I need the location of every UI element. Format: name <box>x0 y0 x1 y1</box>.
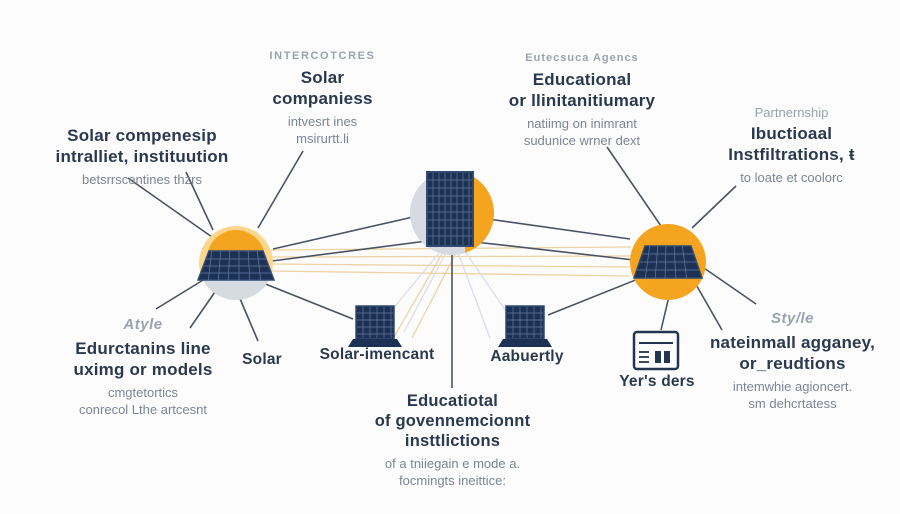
dark-connection-lines <box>127 146 757 388</box>
report-document-icon <box>632 330 680 371</box>
node-educational-agency: Eutecsuca Agencs Educational or llinitan… <box>472 52 692 150</box>
node-education-models-header: Atyle <box>123 316 163 333</box>
node-national-agency-subtitle: intemwhie agioncert. sm dehcrtatess <box>732 379 853 412</box>
node-solar-companies: INTERCOTCRES Solar companiess intvesrt i… <box>225 50 420 148</box>
node-solar-companies-title: Solar companiess <box>272 68 373 108</box>
label-aabuertly: Aabuertly <box>490 348 564 365</box>
node-solar-companies-subtitle: intvesrt ines msirurtt.li <box>287 114 358 147</box>
node-educational-agency-header: Eutecsuca Agencs <box>525 52 639 64</box>
node-solar-partnership-title: Solar compenesip intralliet, instituutio… <box>55 126 229 166</box>
node-education-models-subtitle: cmgtetortics conrecol Lthe artcesnt <box>79 385 207 418</box>
center-hub-standing-solar-panel-icon <box>410 171 494 255</box>
node-partnership-institutions: Partnernship Ibuctioaal Instfiltrations,… <box>694 105 889 187</box>
solar-panel-small-icon-2 <box>498 305 552 347</box>
right-hub-solar-panel-sun-icon <box>630 224 706 300</box>
tan-connection-lines <box>270 246 632 339</box>
node-partnership-institutions-subtitle: to loate et coolorc <box>740 170 843 186</box>
lavender-connection-lines <box>386 246 513 339</box>
node-partnership-institutions-title: Ibuctioaal Instfiltrations, ŧ <box>728 124 855 164</box>
node-solar-partnership-subtitle: betsrrscentines thzrs <box>82 172 202 188</box>
label-solar: Solar <box>242 351 282 368</box>
node-national-agency-header: Sty/le <box>770 310 815 327</box>
label-yers-ders: Yer's ders <box>619 373 695 390</box>
node-national-agency: Sty/le nateinmall agganey, or_reudtions … <box>690 310 895 413</box>
node-educational-agency-title: Educational or llinitanitiumary <box>508 70 656 110</box>
node-national-agency-title: nateinmall agganey, or_reudtions <box>709 333 876 373</box>
node-government-institutions-subtitle: of a tniiegain e mode a. focmingts ineit… <box>384 456 521 489</box>
node-government-institutions-title: Educatiotal of govennemcionnt insttlicti… <box>374 392 531 451</box>
node-education-models: Atyle Edurctanins line uximg or models c… <box>28 316 258 419</box>
node-partnership-institutions-header: Partnernship <box>754 105 829 120</box>
node-educational-agency-subtitle: natiimg on inimrant sudunice wrner dext <box>523 116 641 149</box>
node-solar-partnership: Solar compenesip intralliet, instituutio… <box>22 126 262 189</box>
solar-panel-small-icon-1 <box>348 305 402 347</box>
node-education-models-title: Edurctanins line uximg or models <box>73 339 213 379</box>
node-solar-companies-header: INTERCOTCRES <box>269 50 376 62</box>
node-government-institutions: Educatiotal of govennemcionnt insttlicti… <box>340 391 565 490</box>
label-solar-immencant: Solar-imencant <box>319 346 435 363</box>
left-hub-sun-solar-panel-icon <box>196 226 276 300</box>
